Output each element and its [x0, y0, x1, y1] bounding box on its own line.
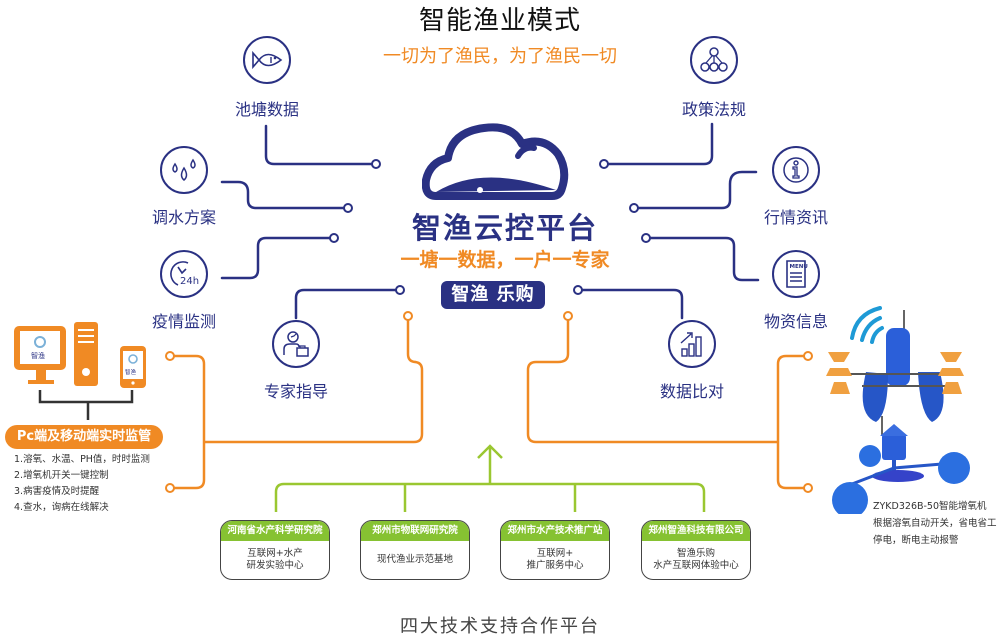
platform-name: 智渔云控平台: [411, 211, 598, 245]
expert-icon: [272, 320, 320, 368]
feature-label: 政策法规: [681, 100, 746, 119]
partner-desc: 现代渔业示范基地: [361, 541, 469, 579]
monitor-feature-item: 1.溶氧、水温、PH值，时时监测: [14, 454, 150, 465]
partner-name: 河南省水产科学研究院: [221, 521, 329, 541]
feature-label: 调水方案: [152, 208, 217, 227]
feature-water-plan[interactable]: 调水方案: [152, 146, 232, 228]
feature-policy[interactable]: 政策法规: [678, 36, 750, 120]
partner-desc-line: 推广服务中心: [526, 560, 584, 571]
svg-text:24h: 24h: [180, 276, 199, 287]
app-logo-text-mobile: 智渔: [125, 368, 137, 376]
partner-desc-line: 现代渔业示范基地: [376, 554, 453, 565]
feature-label: 物资信息: [763, 312, 828, 331]
connector-water-plan: [220, 180, 346, 210]
partner-card[interactable]: 郑州智渔科技有限公司 智渔乐购 水产互联网体验中心: [641, 520, 751, 580]
wireless-signal-icon: [850, 306, 884, 344]
partner-desc: 互联网+ 推广服务中心: [501, 541, 609, 579]
aerator-model: ZYKD326B-50智能增氧机: [873, 501, 987, 512]
feature-pond-data[interactable]: 池塘数据: [232, 36, 302, 120]
partner-card[interactable]: 河南省水产科学研究院 互联网+水产 研发实验中心: [220, 520, 330, 580]
clock-24h-icon: 24h: [160, 250, 208, 298]
page-title: 智能渔业模式: [418, 6, 581, 36]
platform-slogan: 一塘一数据，一户一专家: [400, 249, 610, 271]
fish-icon: [243, 36, 291, 84]
aerator-feature: 停电，断电主动报警: [873, 535, 959, 546]
monitor-feature-item: 2.增氧机开关一键控制: [14, 470, 109, 481]
connector-orange-left-trunk: [204, 318, 424, 444]
partner-desc-line: 研发实验中心: [246, 560, 304, 571]
feature-expert-guide[interactable]: 专家指导: [254, 320, 338, 402]
partner-desc-line: 智渔乐购: [676, 548, 715, 559]
connector-supply: [648, 236, 760, 282]
connector-orange-left: [174, 354, 206, 490]
water-drops-icon: [160, 146, 208, 194]
footer-caption: 四大技术支持合作平台: [400, 616, 600, 637]
menu-document-icon: MENU: [772, 250, 820, 298]
page-slogan: 一切为了渔民，为了渔民一切: [383, 46, 617, 67]
aerator-description: ZYKD326B-50智能增氧机 根据溶氧自动开关，省电省工 停电，断电主动报警: [873, 498, 997, 549]
partner-desc-line: 互联网+水产: [247, 548, 303, 559]
partner-name: 郑州市水产技术推广站: [501, 521, 609, 541]
connector-pond-data: [264, 124, 374, 166]
feature-label: 行情资讯: [763, 208, 828, 227]
partner-desc: 智渔乐购 水产互联网体验中心: [642, 541, 750, 579]
connector-green-bus: [274, 482, 706, 512]
aerator-feature: 根据溶氧自动开关，省电省工: [873, 518, 997, 529]
connector-orange-right: [776, 354, 804, 490]
partner-desc-line: 互联网+: [536, 548, 574, 559]
connector-market: [636, 170, 758, 210]
feature-epidemic-monitor[interactable]: 24h 疫情监测: [152, 250, 232, 332]
monitor-feature-item: 4.查水，询病在线解决: [14, 502, 109, 513]
monitor-feature-list: 1.溶氧、水温、PH值，时时监测 2.增氧机开关一键控制 3.病害疫情及时提醒 …: [14, 452, 150, 516]
arrow-up-icon: [477, 444, 503, 484]
svg-text:MENU: MENU: [790, 264, 808, 270]
cloud-logo: [421, 118, 572, 204]
partner-desc: 互联网+水产 研发实验中心: [221, 541, 329, 579]
pc-mobile-illustration: 智渔 智渔: [10, 318, 160, 422]
monitor-panel-title: Pc端及移动端实时监管: [5, 425, 163, 449]
shop-badge[interactable]: 智渔 乐购: [441, 281, 545, 309]
connector-epidemic: [220, 236, 332, 280]
connector-compare: [580, 288, 684, 320]
partner-name: 郑州市物联网研究院: [361, 521, 469, 541]
partner-card[interactable]: 郑州市物联网研究院 现代渔业示范基地: [360, 520, 470, 580]
connector-orange-right-trunk: [526, 318, 778, 444]
bar-chart-icon: [668, 320, 716, 368]
monitor-feature-item: 3.病害疫情及时提醒: [14, 486, 100, 497]
feature-data-compare[interactable]: 数据比对: [650, 320, 734, 402]
app-logo-text-pc: 智渔: [31, 351, 45, 360]
connector-expert: [294, 288, 398, 320]
aerator-illustration: [822, 304, 1000, 518]
hierarchy-icon: [690, 36, 738, 84]
feature-market-news[interactable]: 行情资讯: [756, 146, 836, 228]
feature-label: 池塘数据: [234, 100, 299, 119]
partner-card[interactable]: 郑州市水产技术推广站 互联网+ 推广服务中心: [500, 520, 610, 580]
partner-desc-line: 水产互联网体验中心: [653, 560, 739, 571]
partner-name: 郑州智渔科技有限公司: [642, 521, 750, 541]
connector-policy: [606, 122, 714, 166]
info-icon: [772, 146, 820, 194]
feature-label: 疫情监测: [152, 312, 217, 331]
feature-label: 专家指导: [263, 382, 328, 401]
feature-supply-info[interactable]: MENU 物资信息: [756, 250, 836, 332]
feature-label: 数据比对: [659, 382, 724, 401]
